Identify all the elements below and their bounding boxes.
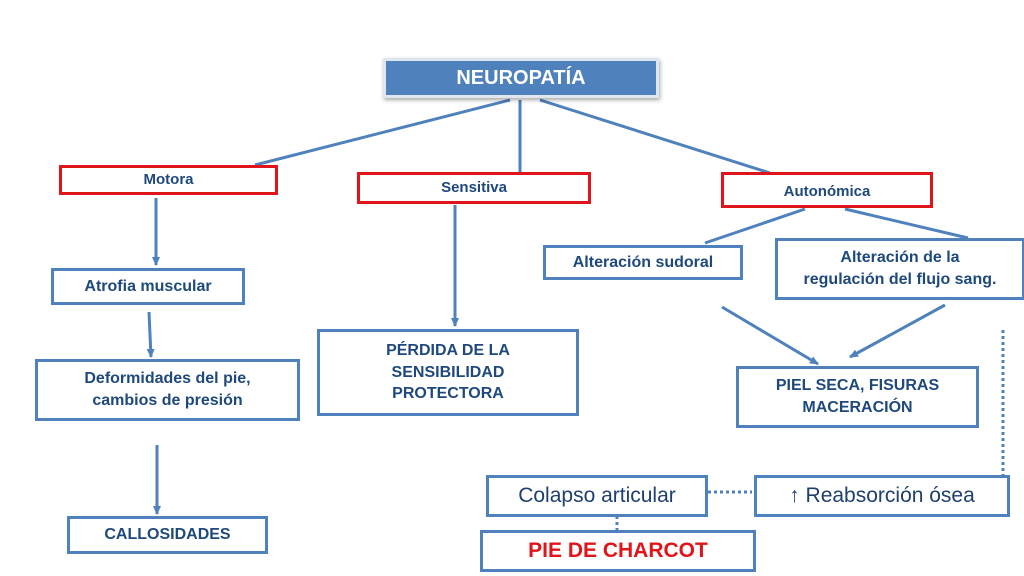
link-autonomica-flujo	[844, 207, 969, 240]
node-reabsorcion-osea: ↑ Reabsorción ósea	[754, 475, 1010, 517]
category-sensitiva: Sensitiva	[357, 172, 591, 204]
node-colapso-articular: Colapso articular	[486, 475, 708, 517]
link-title-motora	[254, 98, 511, 167]
node-callosidades: CALLOSIDADES	[67, 516, 268, 554]
node-perdida-sensibilidad: PÉRDIDA DE LA SENSIBILIDAD PROTECTORA	[317, 329, 579, 416]
flujo-line-2: regulación del flujo sang.	[803, 271, 997, 288]
perdida-line-2: SENSIBILIDAD	[391, 363, 505, 381]
node-piel-seca: PIEL SECA, FISURAS MACERACIÓN	[736, 366, 979, 428]
node-atrofia-muscular: Atrofia muscular	[51, 268, 245, 305]
piel-line-2: MACERACIÓN	[802, 399, 913, 416]
deformidades-line-1: Deformidades del pie,	[84, 370, 251, 388]
piel-line-1: PIEL SECA, FISURAS	[775, 377, 940, 395]
neuropatia-title: NEUROPATÍA	[383, 58, 659, 98]
arrow-flujo-piel	[849, 303, 946, 359]
category-motora: Motora	[59, 165, 278, 195]
node-pie-de-charcot: PIE DE CHARCOT	[480, 530, 756, 572]
link-autonomica-sudoral	[704, 207, 806, 245]
link-title-autonomica	[539, 98, 771, 175]
category-autonomica: Autonómica	[721, 172, 933, 208]
node-deformidades: Deformidades del pie, cambios de presión	[35, 359, 300, 421]
arrow-sudoral-piel	[721, 305, 819, 366]
perdida-line-3: PROTECTORA	[392, 385, 504, 403]
flujo-line-1: Alteración de la	[840, 249, 960, 267]
arrow-atrofia-deformidades	[146, 311, 155, 358]
node-alteracion-flujo: Alteración de la regulación del flujo sa…	[775, 238, 1024, 300]
node-alteracion-sudoral: Alteración sudoral	[543, 245, 743, 280]
perdida-line-1: PÉRDIDA DE LA	[386, 342, 510, 360]
deformidades-line-2: cambios de presión	[92, 392, 243, 409]
